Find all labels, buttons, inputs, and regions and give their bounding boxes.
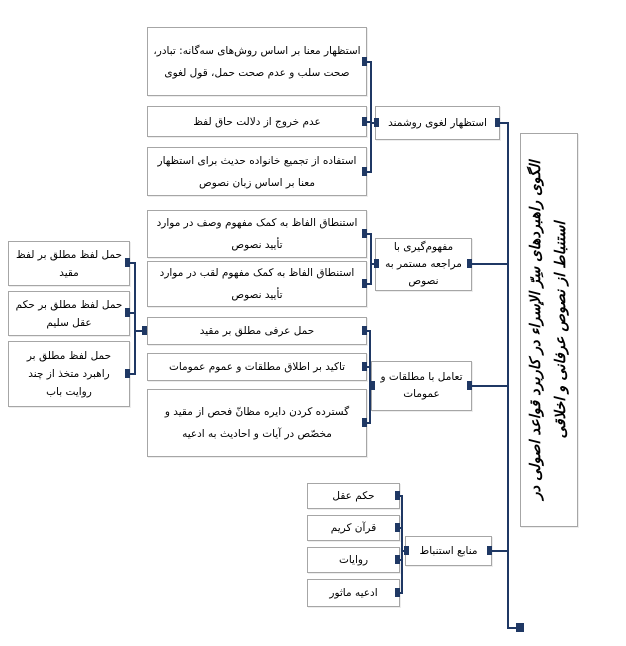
connector-segment bbox=[399, 495, 403, 497]
connector-node bbox=[125, 258, 130, 267]
connector-node bbox=[362, 279, 367, 288]
connector-segment bbox=[369, 331, 371, 424]
diagram-title-box: الگوی راهبردهای سِرّ الإسراء در کاربرد ق… bbox=[520, 133, 578, 527]
connector-segment bbox=[367, 171, 372, 173]
connector-segment bbox=[401, 496, 403, 594]
connector-node bbox=[362, 418, 367, 427]
leaf-takid-etlaq: تاکید بر اطلاق مطلقات و عموم عمومات bbox=[147, 353, 367, 381]
connector-segment bbox=[130, 373, 136, 375]
leaf-revayat: روایات bbox=[307, 547, 400, 573]
leaf-ravesh-segane: استظهار معنا بر اساس روش‌های سه‌گانه: تب… bbox=[147, 27, 367, 96]
connector-node bbox=[362, 229, 367, 238]
connector-node bbox=[370, 381, 375, 390]
connector-segment bbox=[130, 312, 136, 314]
connector-segment bbox=[367, 366, 371, 368]
connector-segment bbox=[370, 122, 376, 124]
connector-segment bbox=[367, 330, 371, 332]
connector-node bbox=[362, 167, 367, 176]
connector-segment bbox=[367, 121, 372, 123]
connector-segment bbox=[367, 61, 372, 63]
connector-node bbox=[395, 588, 400, 597]
connector-node bbox=[395, 555, 400, 564]
connector-segment bbox=[370, 263, 376, 265]
subleaf-haml-hokm-aql: حمل لفظ مطلق بر حکم عقل سلیم bbox=[8, 291, 130, 336]
connector-segment bbox=[134, 330, 147, 332]
leaf-mafhum-vasf: استنطاق الفاظ به کمک مفهوم وصف در موارد … bbox=[147, 210, 367, 258]
leaf-haml-orfi: حمل عرفی مطلق بر مقید bbox=[147, 317, 367, 345]
connector-segment bbox=[472, 263, 509, 265]
connector-node bbox=[374, 259, 379, 268]
connector-node bbox=[487, 546, 492, 555]
connector-segment bbox=[472, 385, 509, 387]
leaf-tajmi-khanevade-hadith: استفاده از تجمیع خانواده حدیث برای استظه… bbox=[147, 147, 367, 196]
connector-node bbox=[362, 326, 367, 335]
connector-node bbox=[125, 308, 130, 317]
leaf-adiyeh-mathur: ادعیه ماثور bbox=[307, 579, 400, 607]
connector-segment bbox=[399, 592, 403, 594]
connector-segment bbox=[130, 262, 136, 264]
subleaf-haml-rahbord-revayat: حمل لفظ مطلق بر راهبرد متخذ از چند روایت… bbox=[8, 341, 130, 407]
connector-segment bbox=[492, 550, 509, 552]
connector-segment bbox=[367, 422, 371, 424]
branch-estezhar-loghavi: استظهار لغوی روشمند bbox=[375, 106, 500, 140]
leaf-mafhum-laqab: استنطاق الفاظ به کمک مفهوم لقب در موارد … bbox=[147, 261, 367, 307]
connector-segment bbox=[507, 123, 509, 629]
connector-node bbox=[374, 118, 379, 127]
connector-segment bbox=[370, 234, 372, 285]
leaf-quran-karim: قرآن کریم bbox=[307, 515, 400, 541]
branch-manabe-estenbat: منابع استنباط bbox=[405, 536, 492, 566]
connector-node bbox=[362, 117, 367, 126]
connector-segment bbox=[370, 62, 372, 173]
connector-node bbox=[395, 523, 400, 532]
connector-segment bbox=[507, 627, 522, 629]
connector-node bbox=[467, 259, 472, 268]
connector-node bbox=[362, 57, 367, 66]
branch-mafhum-giri: مفهوم‌گیری با مراجعه مستمر به نصوص bbox=[375, 238, 472, 291]
connector-node bbox=[362, 362, 367, 371]
connector-segment bbox=[367, 283, 372, 285]
connector-node bbox=[516, 623, 524, 632]
leaf-hokm-aql: حکم عقل bbox=[307, 483, 400, 509]
connector-segment bbox=[399, 559, 403, 561]
connector-node bbox=[125, 369, 130, 378]
connector-node bbox=[495, 118, 500, 127]
connector-node bbox=[395, 491, 400, 500]
connector-segment bbox=[134, 263, 136, 375]
leaf-gostarde-mazann: گسترده کردن دایره مظانّ فحص از مقید و مخ… bbox=[147, 389, 367, 457]
connector-segment bbox=[399, 527, 403, 529]
diagram-title: الگوی راهبردهای سِرّ الإسراء در کاربرد ق… bbox=[528, 160, 569, 500]
leaf-adam-khoruj: عدم خروج از دلالت حاق لفظ bbox=[147, 106, 367, 137]
connector-node bbox=[467, 381, 472, 390]
branch-taamol-motlaqat: تعامل با مطلقات و عمومات bbox=[371, 361, 472, 411]
connector-node bbox=[404, 546, 409, 555]
connector-node bbox=[142, 326, 147, 335]
connector-segment bbox=[367, 233, 372, 235]
connector-segment bbox=[500, 122, 509, 124]
subleaf-haml-lafz-moqayyad: حمل لفظ مطلق بر لفظ مقید bbox=[8, 241, 130, 286]
